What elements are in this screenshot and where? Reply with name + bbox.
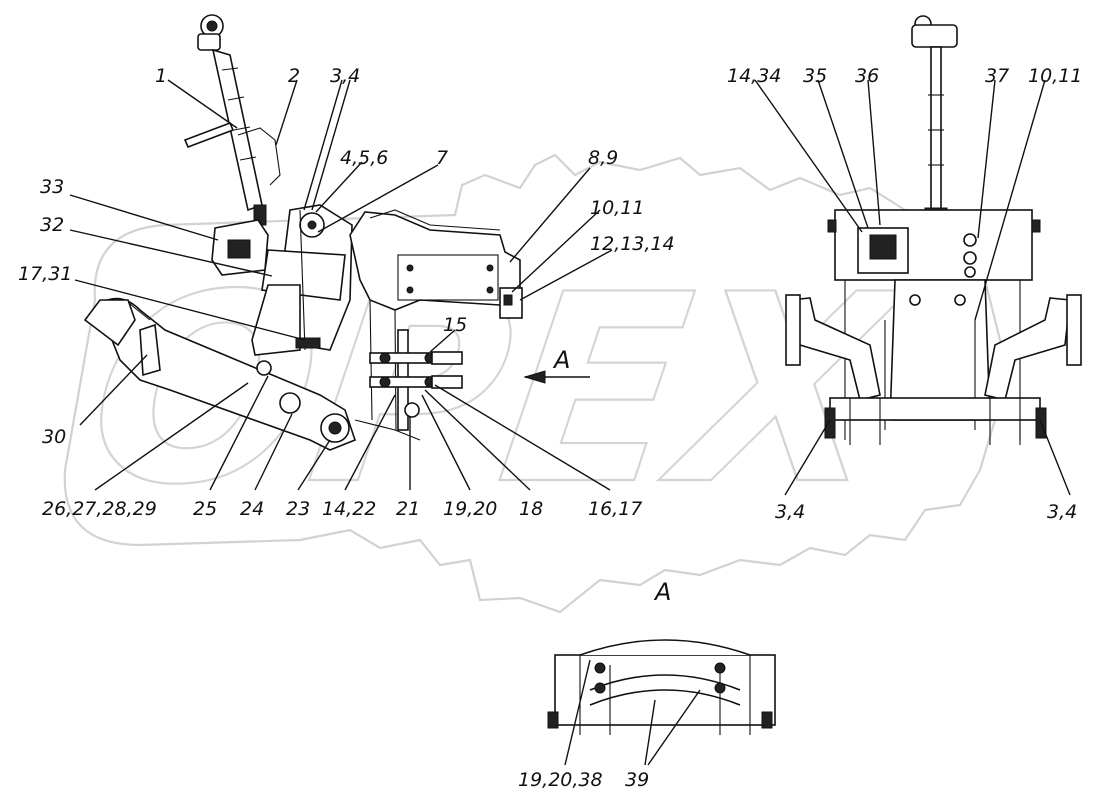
label-18: 18	[519, 498, 543, 520]
label-26-27-28-29: 26,27,28,29	[42, 498, 157, 520]
label-19-20-38: 19,20,38	[518, 769, 603, 791]
label-7: 7	[436, 147, 448, 169]
hydraulic-fittings	[354, 329, 463, 441]
lower-link	[83, 284, 356, 451]
label-4-5-6: 4,5,6	[340, 147, 388, 169]
front-lower-arms	[785, 294, 1082, 445]
label-12-13-14: 12,13,14	[590, 233, 675, 255]
label-39: 39	[625, 769, 649, 791]
label-25: 25	[193, 498, 217, 520]
section-arrow-label: A	[552, 346, 570, 374]
side-view: A	[69, 14, 613, 491]
view-a-title: A	[653, 578, 671, 606]
section-arrow: A	[523, 346, 590, 384]
label-14-34: 14,34	[727, 65, 781, 87]
label-3-4-top: 3,4	[330, 65, 360, 87]
view-a: A	[547, 578, 776, 766]
label-37: 37	[985, 65, 1009, 87]
label-33: 33	[40, 176, 64, 198]
label-3-4-right: 3,4	[1047, 501, 1077, 523]
label-3-4-left: 3,4	[775, 501, 805, 523]
label-15: 15	[443, 314, 467, 336]
top-link	[183, 14, 281, 226]
label-35: 35	[803, 65, 827, 87]
front-top-link	[911, 15, 958, 223]
label-19-20: 19,20	[443, 498, 497, 520]
label-14-22: 14,22	[322, 498, 376, 520]
label-32: 32	[40, 214, 64, 236]
hitch-bracket	[211, 204, 523, 431]
label-36: 36	[855, 65, 879, 87]
part-labels: 1 2 3,4 4,5,6 7 8,9 10,11 12,13,14 15 33…	[18, 65, 1082, 791]
label-8-9: 8,9	[588, 147, 618, 169]
leaders-front-view	[754, 79, 1071, 496]
leaders-side-view	[69, 79, 613, 491]
label-30: 30	[42, 426, 66, 448]
label-24: 24	[240, 498, 264, 520]
label-17-31: 17,31	[18, 263, 72, 285]
label-21: 21	[396, 498, 420, 520]
front-frame	[827, 209, 1041, 440]
label-23: 23	[286, 498, 310, 520]
label-1: 1	[155, 65, 167, 87]
label-16-17: 16,17	[588, 498, 642, 520]
label-2: 2	[288, 65, 300, 87]
label-10-11-left: 10,11	[590, 197, 644, 219]
label-10-11-right: 10,11	[1028, 65, 1082, 87]
front-view	[754, 15, 1082, 496]
